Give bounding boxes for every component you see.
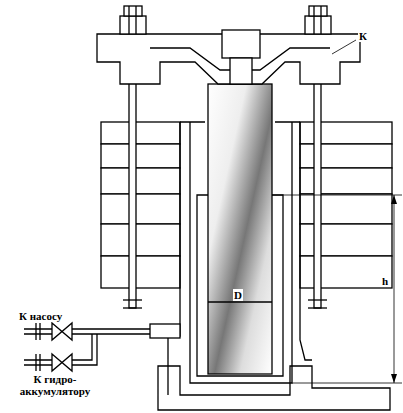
label: К гидро- аккумулятору (14, 373, 96, 397)
ram (208, 84, 272, 374)
label: К насосу (18, 310, 63, 322)
label: К (358, 30, 368, 42)
valve (52, 354, 72, 371)
valve (52, 323, 72, 340)
label: D (233, 289, 243, 301)
pipe (24, 329, 152, 334)
label: h (381, 275, 389, 287)
